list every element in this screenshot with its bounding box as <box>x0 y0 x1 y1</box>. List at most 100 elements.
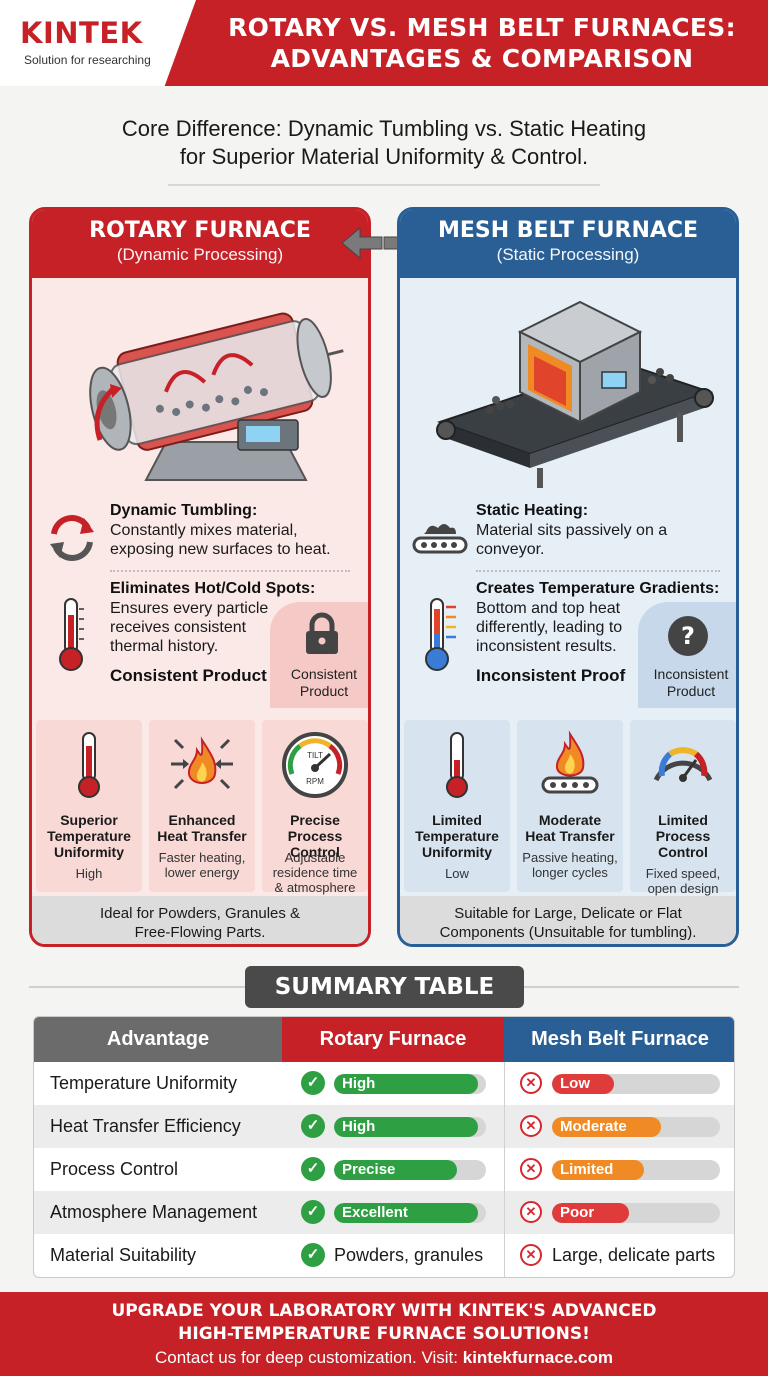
x-mark-icon: ✕ <box>520 1201 542 1223</box>
rotary-title: ROTARY FURNACE <box>89 218 311 243</box>
mesh-card2-note-l2: longer cycles <box>532 865 608 880</box>
mesh-rating-bar: Limited <box>552 1160 720 1180</box>
check-icon: ✓ <box>301 1114 325 1138</box>
mesh-title: MESH BELT FURNACE <box>437 218 699 243</box>
rotary-feature2-desc2: receives consistent <box>110 619 247 636</box>
mesh-card2-title-l2: Heat Transfer <box>525 828 615 844</box>
mesh-badge-line1: Inconsistent <box>653 666 729 682</box>
thermometer-icon <box>78 732 100 798</box>
rotary-badge-label: Consistent Product <box>274 666 368 700</box>
mesh-card2-note-l1: Passive heating, <box>522 850 618 865</box>
mesh-footer-line1: Suitable for Large, Delicate or Flat <box>454 905 682 922</box>
logo-tagline: Solution for researching <box>24 53 151 67</box>
rotary-rating-bar: Precise <box>334 1160 486 1180</box>
mesh-card1-title: Limited Temperature Uniformity <box>404 812 510 860</box>
rotary-rating-label: Excellent <box>342 1204 408 1221</box>
mesh-card2-title-l1: Moderate <box>538 812 602 828</box>
mesh-rating-fill <box>552 1074 614 1094</box>
rotary-card1-title: Superior Temperature Uniformity <box>36 812 142 860</box>
rotary-card1-note: High <box>75 866 103 881</box>
mesh-feature2-desc1: Bottom and top heat <box>476 600 621 617</box>
rotary-card-uniformity: Superior Temperature Uniformity High <box>36 720 142 892</box>
lock-icon <box>306 612 338 654</box>
mesh-belt-furnace-illustration <box>436 300 714 488</box>
intro-line1: Core Difference: Dynamic Tumbling vs. St… <box>121 116 647 141</box>
mesh-feature1-title: Static Heating: <box>476 502 589 519</box>
footer-contact-text: Contact us for deep customization. Visit… <box>155 1348 459 1367</box>
mesh-rating-label: Poor <box>560 1204 595 1221</box>
rotary-rating-fill <box>334 1074 478 1094</box>
mesh-badge-line2: Product <box>666 683 716 699</box>
footer-banner: UPGRADE YOUR LABORATORY WITH KINTEK'S AD… <box>0 1292 768 1376</box>
conveyor-icon <box>412 524 468 554</box>
check-icon: ✓ <box>301 1157 325 1181</box>
footer-line1: UPGRADE YOUR LABORATORY WITH KINTEK'S AD… <box>111 1301 657 1321</box>
rotary-feature2-desc1: Ensures every particle <box>110 600 269 617</box>
rotary-card3-title-l1: Precise <box>290 812 340 828</box>
mesh-rating-fill <box>552 1203 629 1223</box>
table-row: Material Suitability✓Powders, granules✕L… <box>34 1234 734 1277</box>
rotary-panel-footer: Ideal for Powders, Granules & Free-Flowi… <box>32 896 368 944</box>
rotary-badge-area <box>270 602 368 708</box>
mesh-value: Large, delicate parts <box>552 1245 716 1265</box>
mesh-panel-header: MESH BELT FURNACE (Static Processing) <box>400 210 736 278</box>
check-icon: ✓ <box>301 1243 325 1267</box>
rotary-card3-title-l2: Process Control <box>287 828 343 860</box>
table-cell-advantage: Atmosphere Management <box>50 1202 258 1222</box>
footer-line2: HIGH-TEMPERATURE FURNACE SOLUTIONS! <box>178 1324 590 1344</box>
table-column-divider <box>504 1062 505 1277</box>
rotary-card2-note: Faster heating, lower energy <box>149 850 255 880</box>
logo-box[interactable] <box>0 0 196 86</box>
rotary-rating-bar: High <box>334 1117 486 1137</box>
mesh-rating-fill <box>552 1160 644 1180</box>
flame-icon <box>171 736 233 790</box>
footer-website-link[interactable]: kintekfurnace.com <box>462 1348 613 1367</box>
rotary-card1-title-l3: Uniformity <box>54 844 124 860</box>
mesh-card1-title-l1: Limited <box>432 812 482 828</box>
mesh-card-heat: Moderate Heat Transfer Passive heating, … <box>517 720 623 892</box>
table-header-rotary: Rotary Furnace <box>282 1017 504 1062</box>
table-row: Temperature Uniformity✓High✕Low <box>34 1062 734 1105</box>
mesh-rating-bar: Moderate <box>552 1117 720 1137</box>
mesh-card1-title-l2: Temperature <box>415 828 499 844</box>
mesh-card3-note-l2: open design <box>647 881 719 896</box>
rotary-card3-note-l2: residence time <box>272 865 358 880</box>
mesh-card3-note-l1: Fixed speed, <box>645 866 721 881</box>
summary-table: Advantage Rotary Furnace Mesh Belt Furna… <box>33 1016 735 1278</box>
mesh-feature2-desc3: inconsistent results. <box>476 638 617 655</box>
thermometer-hot-icon <box>59 598 84 671</box>
rotary-footer-line1: Ideal for Powders, Granules & <box>99 905 301 922</box>
rotary-rating-bar: High <box>334 1074 486 1094</box>
rotary-feature2-title: Eliminates Hot/Cold Spots: <box>110 580 316 597</box>
rotary-card3-title: Precise Process Control <box>262 812 368 860</box>
mesh-feature-divider <box>476 570 720 572</box>
mesh-rating-bar: Poor <box>552 1203 720 1223</box>
mesh-card-control: Limited Process Control Fixed speed, ope… <box>630 720 736 896</box>
rotary-feature1-title: Dynamic Tumbling: <box>110 502 258 519</box>
rotary-card1-title-l1: Superior <box>60 812 118 828</box>
rotary-card2-title: Enhanced Heat Transfer <box>149 812 255 844</box>
svg-text:?: ? <box>681 622 695 650</box>
page-title: ROTARY VS. MESH BELT FURNACES: ADVANTAGE… <box>196 12 768 74</box>
rotary-rating-fill <box>334 1117 478 1137</box>
page-title-line1: ROTARY VS. MESH BELT FURNACES: <box>228 13 736 42</box>
mesh-feature2-desc2: differently, leading to <box>476 619 623 636</box>
table-header-advantage: Advantage <box>34 1017 282 1062</box>
rotary-feature-divider <box>110 570 350 572</box>
mesh-card1-title-l3: Uniformity <box>422 844 492 860</box>
x-mark-icon: ✕ <box>520 1115 542 1137</box>
mesh-feature1-desc2: conveyor. <box>476 541 545 558</box>
intro-divider <box>168 184 600 186</box>
summary-badge: SUMMARY TABLE <box>245 966 524 1008</box>
thermometer-gradient-icon <box>425 598 456 671</box>
logo-wordmark: KINTEK <box>20 16 143 50</box>
table-cell-advantage: Process Control <box>50 1159 179 1179</box>
mesh-card3-title-l3: Control <box>658 844 708 860</box>
rotary-card2-title-l2: Heat Transfer <box>157 828 247 844</box>
mesh-rating-bar: Low <box>552 1074 720 1094</box>
check-icon: ✓ <box>301 1071 325 1095</box>
rotary-feature2-desc3: thermal history. <box>110 638 219 655</box>
x-mark-icon: ✕ <box>520 1072 542 1094</box>
rotary-feature1-desc1: Constantly mixes material, <box>110 522 298 539</box>
rotary-badge-line1: Consistent <box>290 666 358 682</box>
